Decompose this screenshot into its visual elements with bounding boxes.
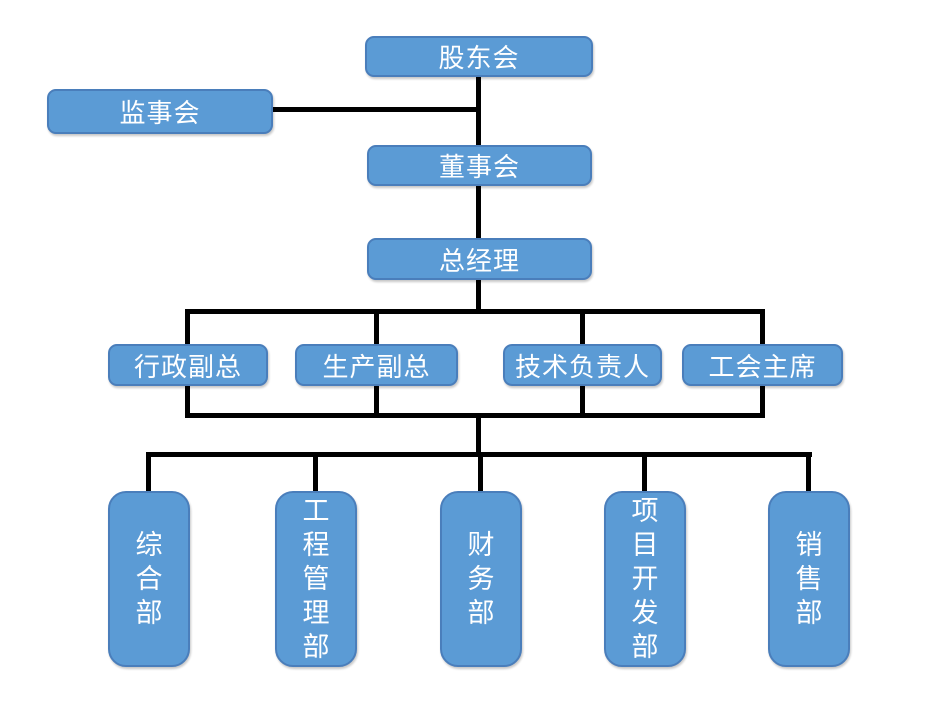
connector-production-bus2 [374,384,379,416]
org-node-board-of-directors: 董事会 [367,145,592,186]
connector-bus1-union [760,309,765,345]
org-node-union-chairman-label: 工会主席 [708,351,817,382]
org-node-finance-dept: 财务部 [440,491,522,667]
org-node-general-manager-label: 总经理 [438,245,520,276]
connector-bus3-engineering [313,452,318,492]
connector-bus1-technical [580,309,585,345]
org-node-supervisors-label: 监事会 [119,98,201,128]
org-node-shareholders-label: 股东会 [438,43,520,73]
org-node-production-deputy-gm: 生产副总 [295,344,458,386]
connector-bus1-admin [185,309,190,345]
org-node-project-dev-dept: 项目开发部 [604,491,686,667]
org-node-admin-deputy-gm: 行政副总 [108,344,268,386]
connector-bus3-finance [478,452,483,492]
connector-admin-bus2 [185,384,190,416]
connector-bus3-sales [806,452,811,492]
org-node-sales-dept: 销售部 [768,491,850,667]
connector-bus1 [185,309,765,314]
org-node-general-affairs-dept-label: 综合部 [135,530,163,628]
org-node-technical-lead: 技术负责人 [503,344,662,386]
connector-bus2-bus3 [476,415,481,455]
org-node-general-manager: 总经理 [367,238,592,280]
org-node-engineering-mgmt-dept-label: 工程管理部 [302,496,330,662]
org-node-finance-dept-label: 财务部 [467,530,495,628]
connector-bus3-general-affairs [146,452,151,492]
org-node-engineering-mgmt-dept: 工程管理部 [275,491,357,667]
connector-supervisors-branch [273,107,479,112]
org-node-board-of-directors-label: 董事会 [438,152,520,182]
connector-bus1-production [374,309,379,345]
org-node-sales-dept-label: 销售部 [795,530,823,628]
connector-union-bus2 [760,384,765,416]
org-node-supervisors: 监事会 [47,89,273,134]
org-node-union-chairman: 工会主席 [682,344,843,386]
org-node-admin-deputy-gm-label: 行政副总 [133,351,242,382]
connector-technical-bus2 [580,384,585,416]
org-node-technical-lead-label: 技术负责人 [514,351,650,382]
connector-board-gm [476,184,481,240]
org-node-general-affairs-dept: 综合部 [108,491,190,667]
org-node-project-dev-dept-label: 项目开发部 [631,496,659,662]
connector-gm-bus1 [476,278,481,312]
org-node-shareholders: 股东会 [365,36,593,77]
connector-bus3-project-dev [642,452,647,492]
connector-bus2 [185,413,765,418]
org-node-production-deputy-gm-label: 生产副总 [322,351,431,382]
